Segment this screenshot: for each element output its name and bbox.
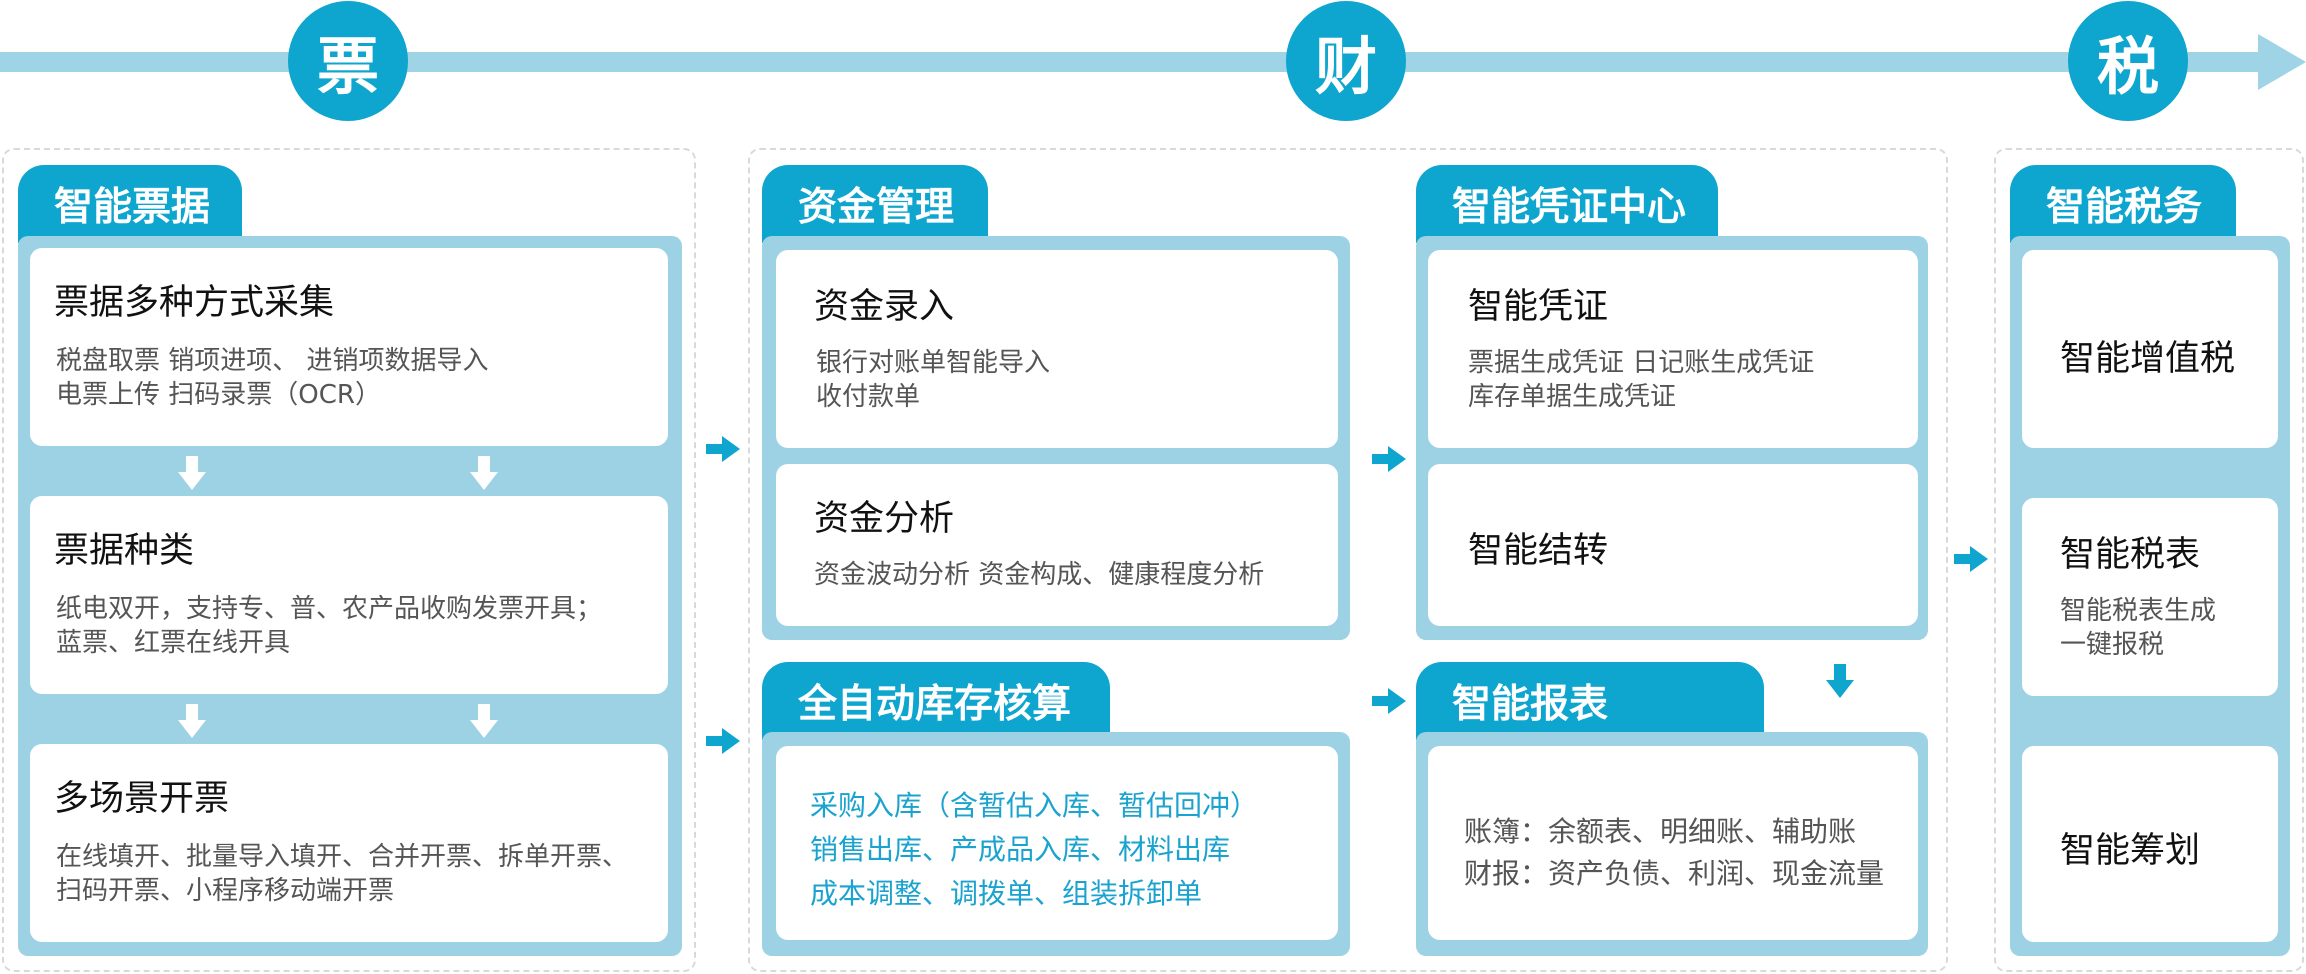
smart-carryover-card: 智能结转 xyxy=(1428,464,1918,626)
card-line: 银行对账单智能导入 xyxy=(816,348,1051,378)
arrow-down-icon xyxy=(178,704,206,738)
smart-vat-card: 智能增值税 xyxy=(2022,250,2278,448)
invoice-types-card: 票据种类 纸电双开，支持专、普、农产品收购发票开具； 蓝票、红票在线开具 xyxy=(30,496,668,694)
card-line: 票据生成凭证 日记账生成凭证 xyxy=(1468,348,1815,378)
fund-analysis-card: 资金分析 资金波动分析 资金构成、健康程度分析 xyxy=(776,464,1338,626)
arrow-right-icon xyxy=(706,436,740,462)
inventory-accounting-tab: 全自动库存核算 xyxy=(762,662,1110,740)
card-line: 资金波动分析 资金构成、健康程度分析 xyxy=(814,560,1265,590)
fund-entry-card: 资金录入 银行对账单智能导入 收付款单 xyxy=(776,250,1338,448)
multi-scene-invoicing-card: 多场景开票 在线填开、批量导入填开、合并开票、拆单开票、 扫码开票、小程序移动端… xyxy=(30,744,668,942)
tax-panel xyxy=(1994,148,2304,972)
card-title: 票据种类 xyxy=(54,531,195,571)
smart-invoice-tab: 智能票据 xyxy=(18,165,242,243)
stage-tax-circle: 税 xyxy=(2068,1,2188,121)
card-line: 智能税表生成 xyxy=(2060,596,2217,626)
arrow-right-icon xyxy=(1954,546,1988,572)
timeline-arrowhead xyxy=(2258,34,2306,90)
card-line: 扫码开票、小程序移动端开票 xyxy=(56,876,395,906)
card-line: 收付款单 xyxy=(816,382,921,412)
invoice-collection-card: 票据多种方式采集 税盘取票 销项进项、 进销项数据导入 电票上传 扫码录票（OC… xyxy=(30,248,668,446)
card-line: 纸电双开，支持专、普、农产品收购发票开具； xyxy=(56,594,603,624)
timeline-bar xyxy=(0,52,2270,72)
card-line: 账簿：余额表、明细账、辅助账 xyxy=(1464,815,1857,848)
card-line: 财报：资产负债、利润、现金流量 xyxy=(1464,857,1885,890)
arrow-down-icon xyxy=(470,704,498,738)
card-line: 库存单据生成凭证 xyxy=(1468,382,1677,412)
card-title: 智能税表 xyxy=(2060,535,2201,575)
smart-reports-tab: 智能报表 xyxy=(1416,662,1764,740)
finance-panel xyxy=(748,148,1948,972)
card-line: 在线填开、批量导入填开、合并开票、拆单开票、 xyxy=(56,842,629,872)
arrow-right-icon xyxy=(706,728,740,754)
invoice-panel xyxy=(2,148,696,972)
card-title: 资金分析 xyxy=(814,499,955,539)
card-line: 一键报税 xyxy=(2060,630,2165,660)
arrow-right-icon xyxy=(1372,688,1406,714)
smart-voucher-card: 智能凭证 票据生成凭证 日记账生成凭证 库存单据生成凭证 xyxy=(1428,250,1918,448)
stage-finance-circle: 财 xyxy=(1286,1,1406,121)
smart-reports-card: 账簿：余额表、明细账、辅助账 财报：资产负债、利润、现金流量 xyxy=(1428,746,1918,940)
arrow-down-icon xyxy=(178,456,206,490)
stage-invoice-circle: 票 xyxy=(288,1,408,121)
arrow-down-icon xyxy=(470,456,498,490)
card-title: 资金录入 xyxy=(814,287,955,327)
card-line: 成本调整、调拨单、组装拆卸单 xyxy=(810,877,1203,910)
smart-tax-forms-card: 智能税表 智能税表生成 一键报税 xyxy=(2022,498,2278,696)
card-line: 税盘取票 销项进项、 进销项数据导入 xyxy=(56,346,489,376)
voucher-center-tab: 智能凭证中心 xyxy=(1416,165,1718,243)
card-title: 智能筹划 xyxy=(2060,831,2201,871)
smart-planning-card: 智能筹划 xyxy=(2022,746,2278,942)
inventory-accounting-card: 采购入库（含暂估入库、暂估回冲） 销售出库、产成品入库、材料出库 成本调整、调拨… xyxy=(776,746,1338,940)
card-line: 电票上传 扫码录票（OCR） xyxy=(56,380,381,410)
card-line: 蓝票、红票在线开具 xyxy=(56,628,291,658)
card-title: 多场景开票 xyxy=(54,779,230,819)
card-title: 智能增值税 xyxy=(2060,339,2236,379)
fund-management-tab: 资金管理 xyxy=(762,165,988,243)
smart-tax-tab: 智能税务 xyxy=(2010,165,2236,243)
arrow-right-icon xyxy=(1372,446,1406,472)
card-title: 票据多种方式采集 xyxy=(54,283,335,323)
card-line: 销售出库、产成品入库、材料出库 xyxy=(810,833,1231,866)
card-title: 智能结转 xyxy=(1468,531,1609,571)
card-line: 采购入库（含暂估入库、暂估回冲） xyxy=(810,789,1259,822)
card-title: 智能凭证 xyxy=(1468,287,1609,327)
arrow-down-icon xyxy=(1826,664,1854,698)
